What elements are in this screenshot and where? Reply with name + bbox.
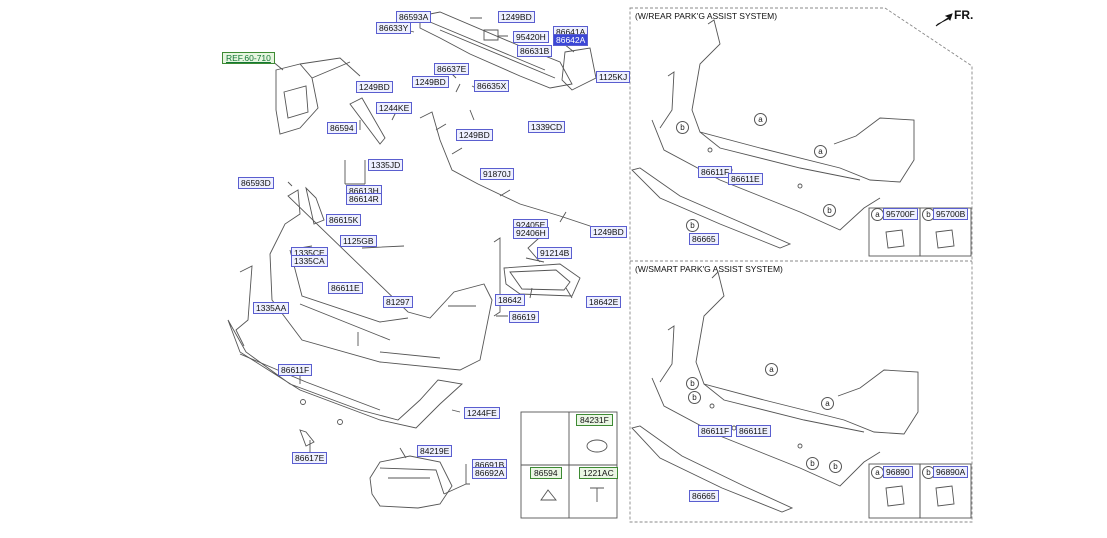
part-label[interactable]: 1125GB: [340, 235, 377, 247]
part-label[interactable]: 86593D: [238, 177, 274, 189]
smart-park-assist-title: (W/SMART PARK'G ASSIST SYSTEM): [635, 264, 783, 274]
part-label[interactable]: 86619: [509, 311, 539, 323]
callout-letter: b: [806, 457, 819, 470]
part-label[interactable]: 91214B: [537, 247, 573, 259]
part-label-highlighted[interactable]: 86642A: [553, 34, 589, 46]
part-label[interactable]: 1249BD: [590, 226, 627, 238]
callout-letter: b: [686, 377, 699, 390]
part-label[interactable]: 86633Y: [376, 22, 412, 34]
part-label[interactable]: 91870J: [480, 168, 514, 180]
hardware-label[interactable]: 86594: [530, 467, 562, 479]
part-label[interactable]: 18642: [495, 294, 525, 306]
part-label[interactable]: 86594: [327, 122, 357, 134]
part-label[interactable]: 18642E: [586, 296, 622, 308]
part-label[interactable]: 84219E: [417, 445, 453, 457]
part-label[interactable]: 81297: [383, 296, 413, 308]
callout-letter: b: [686, 219, 699, 232]
sensor-part-label[interactable]: 95700F: [883, 208, 918, 220]
part-label[interactable]: 1244FE: [464, 407, 500, 419]
part-label[interactable]: 1249BD: [356, 81, 393, 93]
part-label[interactable]: 1125KJ: [596, 71, 631, 83]
part-label[interactable]: 1335CA: [291, 255, 328, 267]
part-label[interactable]: 86611F: [698, 166, 733, 178]
callout-letter: a: [754, 113, 767, 126]
part-label[interactable]: 1244KE: [376, 102, 413, 114]
part-label[interactable]: 86611E: [328, 282, 363, 294]
callout-letter: a: [814, 145, 827, 158]
part-label[interactable]: 86611E: [736, 425, 771, 437]
front-orientation-label: FR.: [954, 8, 974, 22]
part-label[interactable]: 86611F: [278, 364, 313, 376]
rear-park-assist-title: (W/REAR PARK'G ASSIST SYSTEM): [635, 11, 778, 21]
part-label[interactable]: 86635X: [474, 80, 510, 92]
callout-letter: b: [823, 204, 836, 217]
part-label[interactable]: 86615K: [326, 214, 362, 226]
part-label[interactable]: 86631B: [517, 45, 553, 57]
part-label[interactable]: 1335JD: [368, 159, 404, 171]
callout-letter: b: [688, 391, 701, 404]
part-label[interactable]: 86665: [689, 490, 719, 502]
sensor-part-label[interactable]: 95700B: [933, 208, 969, 220]
part-label[interactable]: 86614R: [346, 193, 382, 205]
callout-letter: a: [821, 397, 834, 410]
part-label[interactable]: 1335AA: [253, 302, 290, 314]
part-label[interactable]: 86611F: [698, 425, 733, 437]
part-label[interactable]: 1339CD: [528, 121, 566, 133]
part-label[interactable]: 1249BD: [456, 129, 493, 141]
part-label[interactable]: 86617E: [292, 452, 328, 464]
part-label[interactable]: 86593A: [396, 11, 432, 23]
part-label[interactable]: 1249BD: [498, 11, 535, 23]
callout-letter: b: [829, 460, 842, 473]
part-label[interactable]: 1249BD: [412, 76, 449, 88]
part-label[interactable]: 86611E: [728, 173, 763, 185]
hardware-label[interactable]: 1221AC: [579, 467, 618, 479]
callout-letter: b: [676, 121, 689, 134]
part-label[interactable]: 95420H: [513, 31, 549, 43]
part-label[interactable]: 86665: [689, 233, 719, 245]
hardware-label[interactable]: 84231F: [576, 414, 613, 426]
part-label[interactable]: 86692A: [472, 467, 508, 479]
part-label[interactable]: 86637E: [434, 63, 470, 75]
part-label[interactable]: 92406H: [513, 227, 549, 239]
sensor-part-label[interactable]: 96890: [883, 466, 913, 478]
callout-letter: a: [765, 363, 778, 376]
reference-label[interactable]: REF.60-710: [222, 52, 275, 64]
sensor-part-label[interactable]: 96890A: [933, 466, 969, 478]
